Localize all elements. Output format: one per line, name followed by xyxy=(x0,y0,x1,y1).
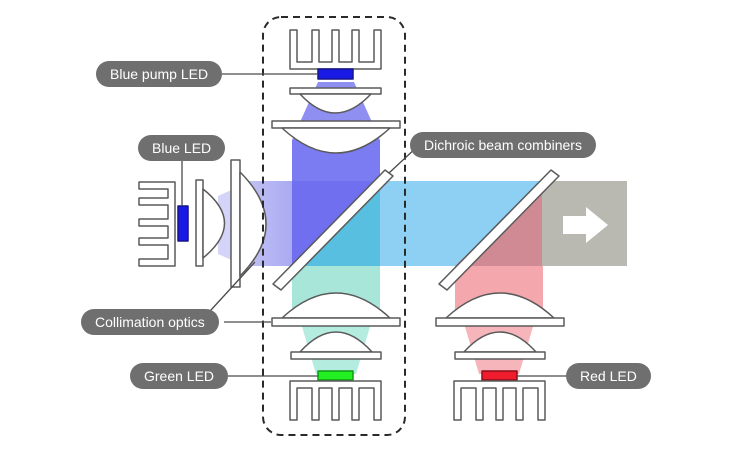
collimation-lens-left-small-plate xyxy=(195,179,204,267)
label-green-led: Green LED xyxy=(130,363,229,389)
dichroic-mirror-2 xyxy=(438,169,560,291)
collimation-lens-left-large-plate xyxy=(230,159,241,288)
collimation-lens-green-small xyxy=(299,331,373,353)
green-led-chip xyxy=(317,370,354,381)
green-led-module xyxy=(271,292,401,421)
collimation-lens-left-large xyxy=(239,171,267,277)
collimation-lens-top-large xyxy=(281,127,391,154)
collimation-lens-green-large xyxy=(281,292,391,319)
red-led-chip xyxy=(481,370,518,381)
collimation-lens-top-large-plate xyxy=(271,120,401,129)
blue-led-module xyxy=(138,159,267,288)
arrow-right-icon xyxy=(563,207,608,243)
dichroic-beam-combiners xyxy=(272,169,560,291)
collimation-lens-top-small xyxy=(299,93,372,114)
collimation-lens-red-large xyxy=(445,292,555,319)
label-red-led: Red LED xyxy=(566,363,651,389)
label-dichroic-beam-combiners: Dichroic beam combiners xyxy=(410,132,596,158)
blue-pump-led-module xyxy=(271,29,401,154)
blue-pump-led-chip xyxy=(317,68,354,80)
blue-led-chip xyxy=(177,205,189,242)
label-blue-pump-led: Blue pump LED xyxy=(96,61,223,87)
heatsink-top xyxy=(289,29,382,70)
heatsink-red xyxy=(453,380,546,421)
label-blue-led: Blue LED xyxy=(138,135,226,161)
collimation-lens-red-large-plate xyxy=(435,317,565,327)
blue-pump-beam xyxy=(292,140,380,181)
dichroic-mirror-1 xyxy=(272,169,394,291)
label-collimation-optics: Collimation optics xyxy=(81,309,219,335)
module-boundary-dashed xyxy=(262,16,406,436)
red-led-module xyxy=(435,292,565,421)
collimation-lens-red-small-plate xyxy=(454,351,546,360)
collimation-lens-green-small-plate xyxy=(290,351,382,360)
heatsink-left xyxy=(138,181,176,267)
collimation-lens-left-small xyxy=(202,188,226,259)
collimation-lens-green-large-plate xyxy=(271,317,401,327)
collimation-lens-red-small xyxy=(463,331,537,353)
collimation-lens-top-small-plate xyxy=(289,87,382,95)
heatsink-green xyxy=(289,380,382,421)
